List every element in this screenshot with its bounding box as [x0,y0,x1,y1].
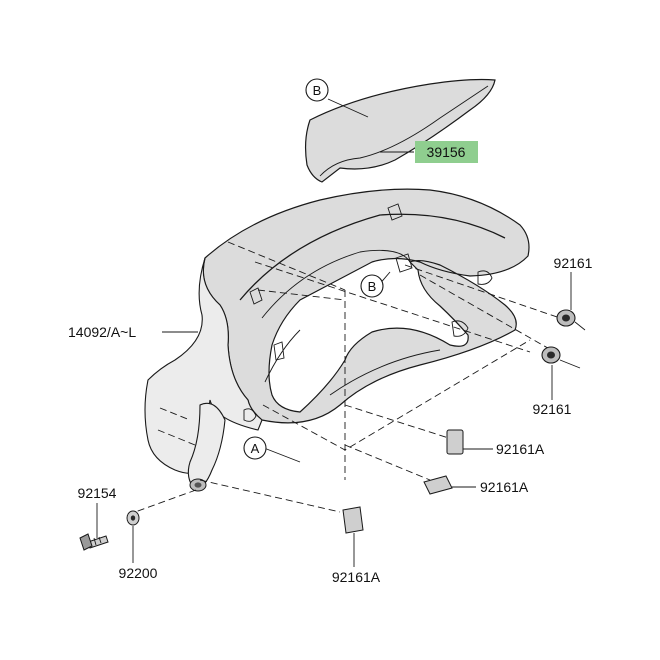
callout-a-label: A [251,441,260,456]
leader-lines [96,98,572,567]
highlight-box [415,141,478,163]
part-label-92161-upper: 92161 [554,255,593,271]
upper-cowl-part [144,188,530,492]
part-label-92161-lower: 92161 [533,401,572,417]
washer-92200 [126,510,140,526]
part-label-92161A-right: 92161A [480,479,529,495]
windshield-part [304,78,496,183]
pad-92161A-right [423,475,453,495]
callout-b-mid-label: B [368,279,377,294]
callout-b-top: B [305,78,329,102]
callout-b-top-label: B [313,83,322,98]
pad-92161A-bottom [342,506,364,534]
grommet-92161-upper [556,309,586,331]
part-label-92161A-bottom: 92161A [332,569,381,585]
callout-b-mid: B [360,274,384,298]
pad-92161A-mid [446,429,464,455]
assembly-guide-lines [134,241,561,513]
part-label-92200: 92200 [119,565,158,581]
part-label-14092: 14092/A~L [68,324,136,340]
part-label-39156-group: 39156 [415,141,478,163]
bolt-92154 [79,533,109,551]
grommet-92161-lower [541,346,581,369]
part-label-92154: 92154 [78,485,117,501]
part-label-39156: 39156 [427,144,466,160]
callout-a: A [243,436,267,460]
part-label-92161A-mid: 92161A [496,441,545,457]
